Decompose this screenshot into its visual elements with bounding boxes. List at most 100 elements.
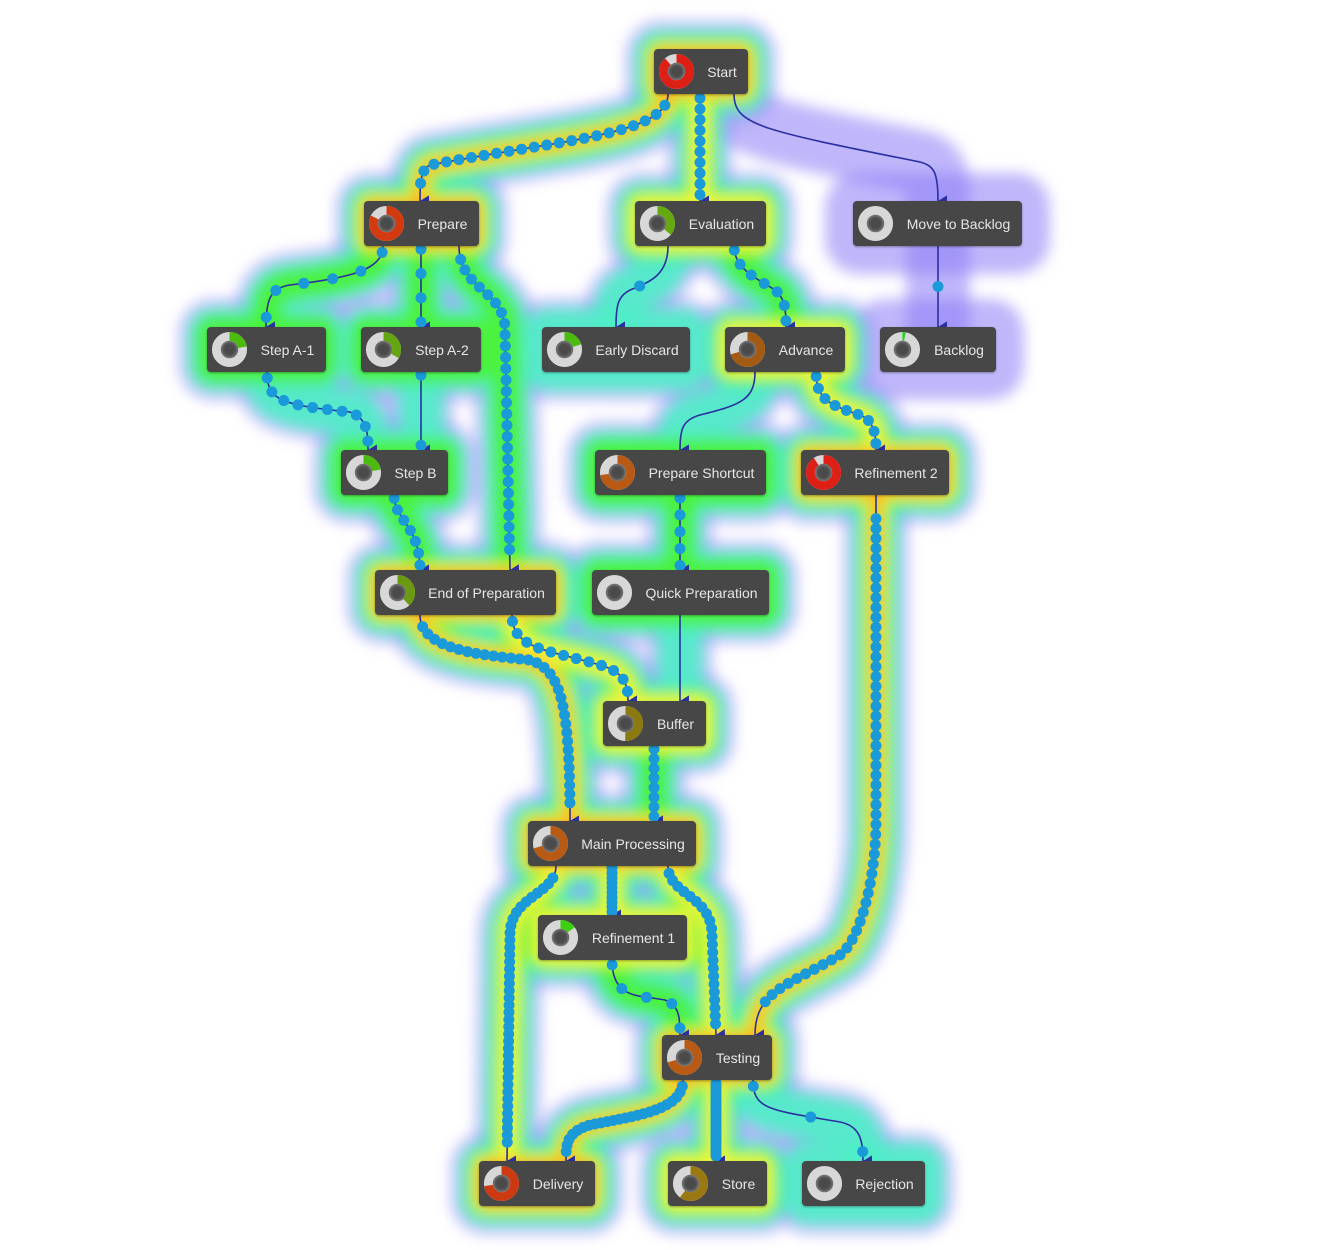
progress-donut-icon — [368, 205, 405, 242]
token-dot — [862, 887, 874, 899]
progress-donut-icon — [884, 331, 921, 368]
token-dot — [648, 782, 660, 794]
node-advance[interactable]: Advance — [725, 327, 845, 372]
edge-prepare-to-step_a1[interactable] — [265, 245, 384, 333]
token-dot — [868, 425, 880, 437]
token-dot — [359, 420, 371, 432]
progress-donut-icon — [607, 705, 644, 742]
token-dot — [465, 273, 477, 285]
token-dot — [583, 656, 595, 668]
progress-donut-icon — [365, 331, 402, 368]
token-dot — [870, 740, 882, 752]
node-delivery[interactable]: Delivery — [479, 1161, 595, 1206]
node-main-processing[interactable]: Main Processing — [528, 821, 696, 866]
token-dot — [292, 399, 304, 411]
token-dot — [706, 923, 718, 935]
token-dot — [503, 521, 515, 533]
node-store[interactable]: Store — [668, 1161, 767, 1206]
token-dot — [563, 753, 575, 765]
token-dot — [758, 277, 770, 289]
token-dot — [418, 165, 430, 177]
token-dot — [846, 933, 858, 945]
token-dot — [778, 299, 790, 311]
node-prepare[interactable]: Prepare — [364, 201, 479, 246]
edge-start-to-move_to_backlog[interactable] — [733, 93, 947, 207]
edge-evaluation-to-early_discard[interactable] — [615, 245, 669, 333]
token-dot — [266, 386, 278, 398]
token-dot — [870, 828, 882, 840]
token-dot — [495, 307, 507, 319]
node-label: Step A-1 — [260, 341, 315, 358]
token-dot — [870, 730, 882, 742]
node-testing[interactable]: Testing — [662, 1035, 772, 1080]
node-label: End of Preparation — [428, 584, 545, 601]
node-refinement-1[interactable]: Refinement 1 — [538, 915, 687, 960]
token-dot — [860, 897, 872, 909]
token-dot — [870, 572, 882, 584]
node-label: Refinement 1 — [591, 929, 676, 946]
token-dot — [415, 316, 427, 328]
token-dot — [562, 744, 574, 756]
token-dot — [706, 938, 718, 950]
token-dot — [414, 559, 426, 571]
node-move-to-backlog[interactable]: Move to Backlog — [853, 201, 1022, 246]
node-label: Delivery — [532, 1175, 584, 1192]
token-dot — [694, 189, 706, 201]
node-step-a2[interactable]: Step A-2 — [361, 327, 481, 372]
token-dot — [782, 977, 794, 989]
node-backlog[interactable]: Backlog — [880, 327, 996, 372]
token-dot — [615, 124, 627, 136]
token-dot — [694, 178, 706, 190]
token-dot — [834, 949, 846, 961]
token-dot — [710, 1018, 722, 1030]
node-label: Start — [707, 63, 737, 80]
token-dot — [870, 680, 882, 692]
token-dot — [415, 243, 427, 255]
progress-donut-icon — [806, 1165, 843, 1202]
token-dot — [473, 281, 485, 293]
node-label: Early Discard — [595, 341, 679, 358]
token-dot — [870, 523, 882, 535]
token-dot — [499, 329, 511, 341]
token-dot — [558, 649, 570, 661]
token-dot — [870, 641, 882, 653]
token-dot — [869, 838, 881, 850]
token-dot — [559, 709, 571, 721]
token-dot — [857, 906, 869, 918]
progress-donut-icon — [211, 331, 248, 368]
progress-donut-icon — [542, 919, 579, 956]
node-label: Evaluation — [688, 215, 755, 232]
node-label: Testing — [715, 1049, 761, 1066]
node-end-of-preparation[interactable]: End of Preparation — [375, 570, 556, 615]
token-dot — [501, 442, 513, 454]
progress-donut-icon — [599, 454, 636, 491]
token-dot — [870, 769, 882, 781]
token-dot — [674, 543, 686, 555]
node-rejection[interactable]: Rejection — [802, 1161, 925, 1206]
token-dot — [694, 124, 706, 136]
node-early-discard[interactable]: Early Discard — [542, 327, 690, 372]
token-dot — [674, 1022, 686, 1034]
token-dot — [561, 726, 573, 738]
node-prepare-shortcut[interactable]: Prepare Shortcut — [595, 450, 766, 495]
node-step-b[interactable]: Step B — [341, 450, 448, 495]
token-dot — [674, 492, 686, 504]
edge-refinement_1-to-testing[interactable] — [611, 959, 689, 1041]
node-step-a1[interactable]: Step A-1 — [207, 327, 326, 372]
node-refinement-2[interactable]: Refinement 2 — [801, 450, 949, 495]
edge-testing-to-rejection[interactable] — [752, 1079, 872, 1167]
edge-advance-to-prepare_shortcut[interactable] — [679, 371, 756, 456]
token-dot — [870, 582, 882, 594]
node-start[interactable]: Start — [654, 49, 748, 94]
token-dot — [810, 370, 822, 382]
token-dot — [415, 268, 427, 280]
node-quick-preparation[interactable]: Quick Preparation — [592, 570, 769, 615]
token-dot — [870, 611, 882, 623]
token-dot — [321, 404, 333, 416]
node-evaluation[interactable]: Evaluation — [635, 201, 766, 246]
token-dot — [415, 292, 427, 304]
token-dot — [870, 592, 882, 604]
token-dot — [791, 972, 803, 984]
node-buffer[interactable]: Buffer — [603, 701, 706, 746]
token-dot — [563, 762, 575, 774]
